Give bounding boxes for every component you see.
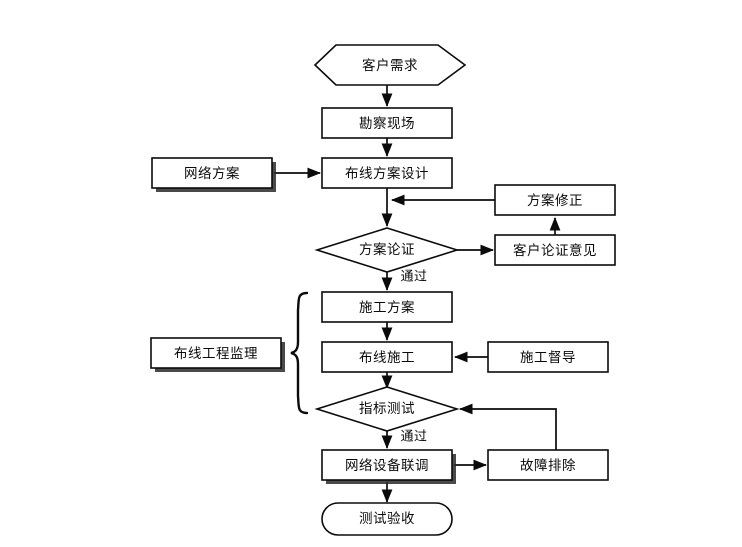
fault-removal-box[interactable] [487, 449, 609, 481]
network-plan-label: 网络方案 [184, 165, 240, 182]
supervision-brace [290, 291, 309, 415]
node-construction-plan[interactable]: 施工方案 [321, 291, 453, 323]
construction-plan-box[interactable] [321, 291, 453, 323]
network-debugging-box[interactable] [321, 449, 453, 481]
node-cabling-construction[interactable]: 布线施工 [321, 341, 453, 373]
plan-revision-label: 方案修正 [527, 192, 583, 209]
node-plan-review[interactable]: 方案论证 [314, 227, 460, 273]
cabling-design-label: 布线方案设计 [345, 165, 429, 182]
node-customer-requirement[interactable]: 客户需求 [313, 44, 467, 86]
construction-plan-label: 施工方案 [359, 299, 415, 316]
customer-opinion-box[interactable] [494, 234, 616, 266]
node-test-acceptance[interactable]: 测试验收 [321, 502, 453, 536]
node-survey-site[interactable]: 勘察现场 [321, 107, 453, 139]
edge-fault-removal-to-index-test [458, 403, 557, 450]
node-network-plan[interactable]: 网络方案 [151, 157, 276, 192]
node-index-test[interactable]: 指标测试 [314, 386, 460, 432]
cabling-construction-label: 布线施工 [359, 350, 415, 366]
node-construction-supervision[interactable]: 施工督导 [487, 341, 609, 373]
cabling-supervision-box[interactable] [150, 337, 282, 369]
survey-site-label: 勘察现场 [359, 115, 415, 132]
node-layer: 客户需求 勘察现场 网络方案 布线方案设计 方案修正 [151, 44, 616, 536]
test-acceptance-label: 测试验收 [359, 511, 415, 527]
node-plan-revision[interactable]: 方案修正 [494, 184, 616, 216]
node-fault-removal[interactable]: 故障排除 [487, 449, 609, 481]
edge-label-layer: 通过 通过 [400, 270, 427, 445]
edge-label-pass-test: 通过 [400, 430, 427, 445]
plan-review-diamond[interactable] [314, 227, 460, 273]
cabling-design-box[interactable] [321, 157, 453, 189]
edge-label-pass-review: 通过 [400, 270, 427, 285]
cabling-construction-box[interactable] [321, 341, 453, 373]
supervision-brace-group: 布线工程监理 [150, 291, 309, 415]
node-cabling-design[interactable]: 布线方案设计 [321, 157, 453, 189]
construction-supervision-label: 施工督导 [520, 350, 576, 366]
index-test-label: 指标测试 [359, 401, 415, 417]
test-acceptance-stadium[interactable] [321, 502, 453, 536]
customer-opinion-label: 客户论证意见 [513, 242, 597, 259]
network-debugging-label: 网络设备联调 [345, 457, 429, 474]
customer-requirement-label: 客户需求 [362, 57, 418, 74]
plan-review-label: 方案论证 [359, 241, 415, 258]
fault-removal-label: 故障排除 [520, 458, 576, 474]
survey-site-box[interactable] [321, 107, 453, 139]
edge-layer [274, 85, 561, 504]
cabling-supervision-label: 布线工程监理 [174, 346, 258, 362]
index-test-diamond[interactable] [314, 386, 460, 432]
network-plan-box[interactable] [151, 157, 273, 189]
node-customer-opinion[interactable]: 客户论证意见 [494, 234, 616, 266]
plan-revision-box[interactable] [494, 184, 616, 216]
customer-requirement-hexagon[interactable] [313, 44, 467, 86]
construction-supervision-box[interactable] [487, 341, 609, 373]
node-network-debugging[interactable]: 网络设备联调 [321, 449, 456, 484]
